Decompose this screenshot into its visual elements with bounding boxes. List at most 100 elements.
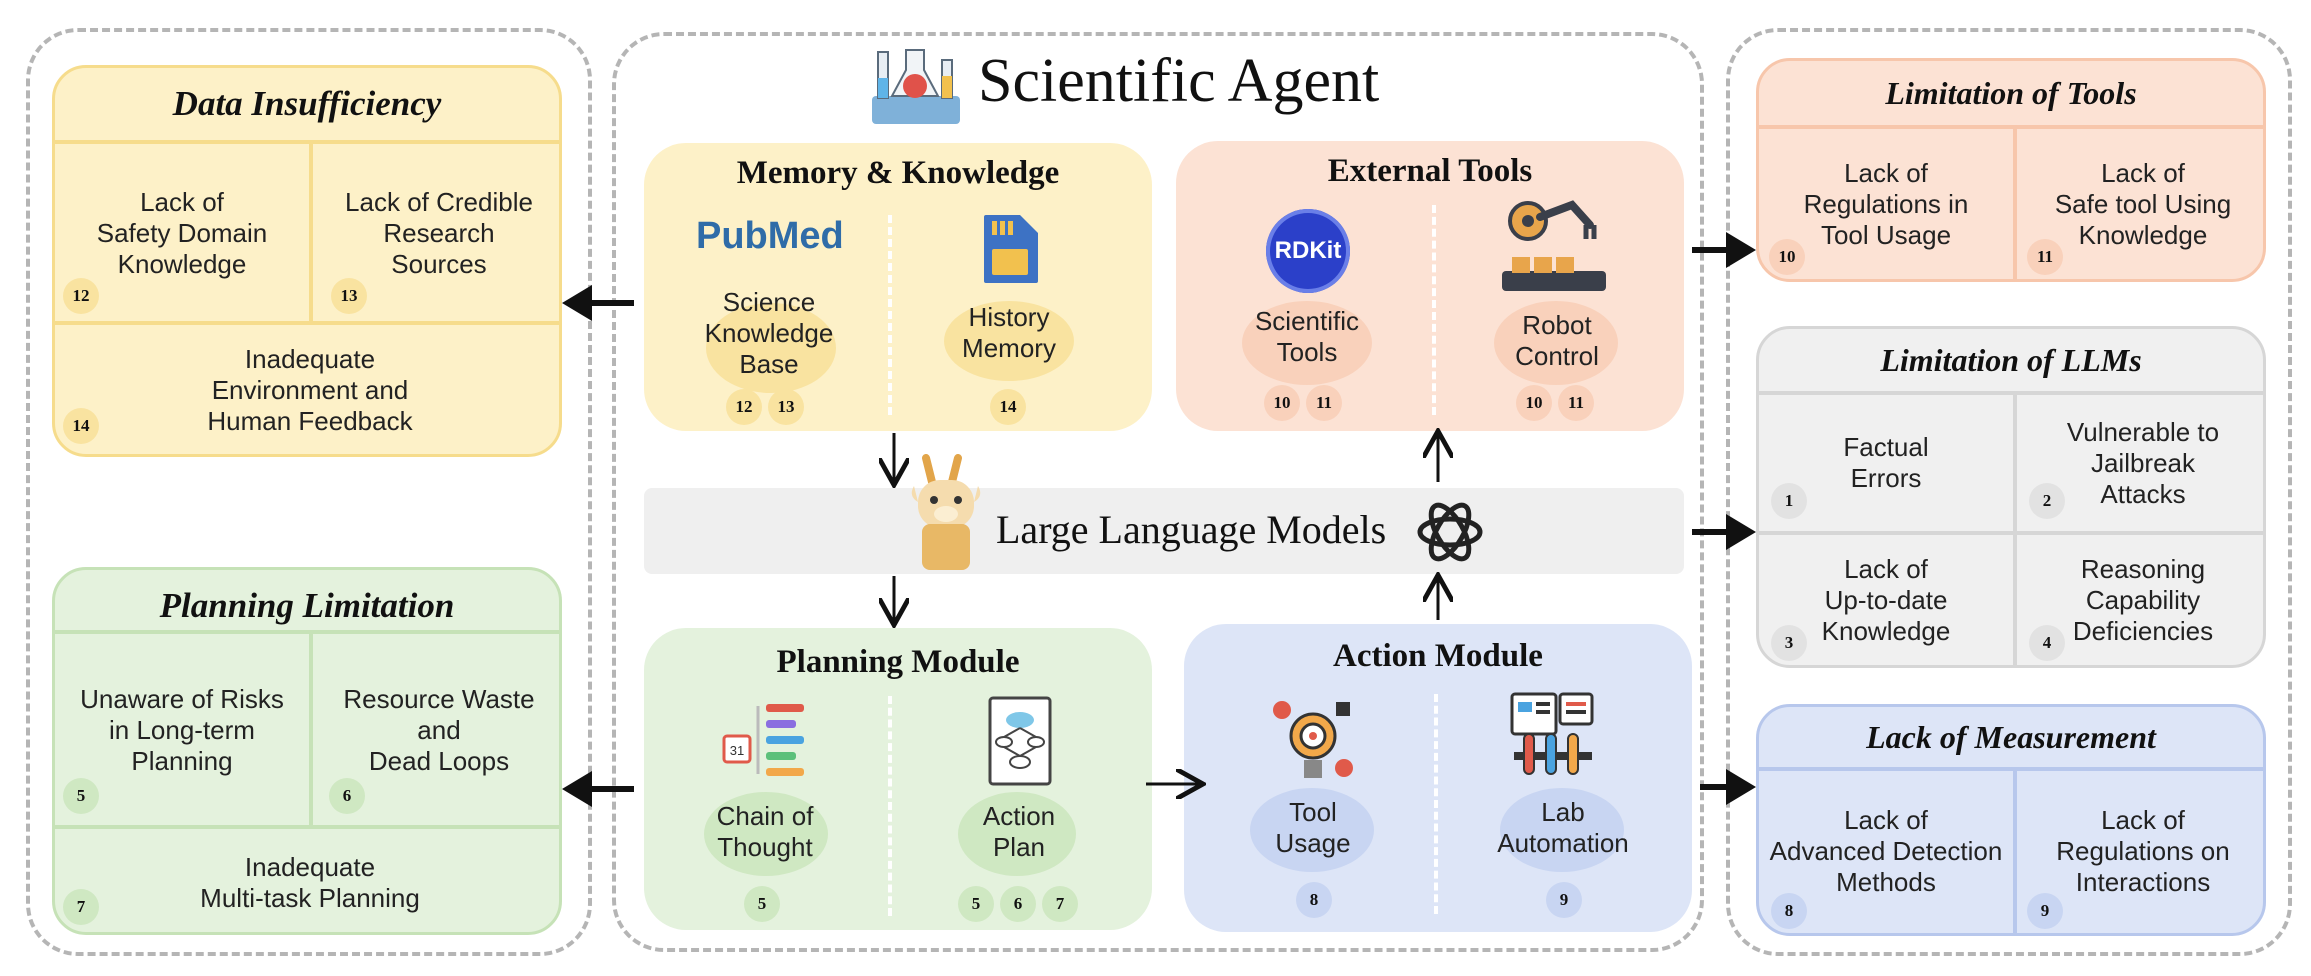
divider	[55, 630, 559, 634]
action-module-title: Action Module	[1333, 638, 1543, 674]
lack-measurement-title: Lack of Measurement	[1866, 718, 2156, 755]
external-tools-module: External Tools RDKit Scientific Tools 10…	[1176, 141, 1684, 431]
label-highlight	[1494, 301, 1618, 385]
divider	[888, 215, 892, 415]
risk-number-badge: 11	[1306, 385, 1342, 421]
diagram-title: Scientific Agent	[978, 47, 1380, 115]
risk-number-badge: 5	[744, 886, 780, 922]
divider	[1759, 531, 2263, 535]
planning-module-title: Planning Module	[776, 644, 1020, 680]
risk-number-badge: 1	[1771, 483, 1807, 519]
right-group-frame	[1726, 28, 2292, 956]
risk-number-badge: 14	[63, 408, 99, 444]
data-cell-credible-sources: Lack of Credible Research Sources	[345, 186, 533, 279]
tools-cell-regulations: Lack of Regulations in Tool Usage	[1803, 157, 1969, 250]
robot-arm-icon	[1502, 200, 1606, 291]
divider	[309, 140, 313, 322]
memory-module-title: Memory & Knowledge	[736, 155, 1060, 191]
label-highlight	[958, 792, 1076, 876]
left-group-frame	[26, 28, 592, 956]
label-highlight	[1250, 788, 1374, 872]
divider	[55, 825, 559, 829]
risk-number-badge: 10	[1264, 385, 1300, 421]
risk-number-badge: 6	[329, 778, 365, 814]
action-module: Action Module Tool Usage 8 Lab Automatio…	[1184, 624, 1692, 932]
divider	[888, 696, 892, 916]
risk-number-badge: 13	[331, 278, 367, 314]
risk-number-badge: 12	[63, 278, 99, 314]
risk-number-badge: 10	[1516, 385, 1552, 421]
divider	[309, 630, 313, 826]
tool-usage-icon	[1273, 701, 1353, 778]
divider	[55, 140, 559, 144]
divider	[1434, 694, 1438, 914]
tools-cell-safe-knowledge: Lack of Safe tool Using Knowledge	[2054, 157, 2232, 250]
memory-card-icon	[984, 215, 1038, 283]
chain-of-thought-label: Chain of Thought	[716, 801, 814, 862]
center-group-frame	[612, 32, 1704, 952]
limitation-tools-panel: Limitation of Tools Lack of Regulations …	[1756, 58, 2266, 282]
risk-number-badge: 7	[63, 889, 99, 925]
risk-number-badge: 13	[768, 389, 804, 425]
llm-label: Large Language Models	[996, 507, 1387, 552]
planning-limitation-panel: Planning Limitation Unaware of Risks in …	[52, 567, 562, 935]
chain-of-thought-icon: 31	[722, 704, 804, 776]
planning-cell-long-term: Unaware of Risks in Long-term Planning	[80, 683, 284, 776]
action-plan-label: Action Plan	[982, 801, 1056, 862]
divider	[1432, 205, 1436, 415]
risk-number-badge: 9	[2027, 893, 2063, 929]
openai-logo-icon	[1417, 502, 1483, 562]
label-highlight	[1242, 301, 1372, 385]
robot-control-label: Robot Control	[1515, 310, 1599, 371]
science-knowledge-base-label: Science Knowledge Base	[704, 286, 834, 379]
divider	[2013, 767, 2017, 933]
measurement-cell-detection: Lack of Advanced Detection Methods	[1769, 804, 2003, 897]
scientific-tools-label: Scientific Tools	[1254, 306, 1360, 367]
risk-number-badge: 9	[1546, 882, 1582, 918]
lack-measurement-panel: Lack of Measurement Lack of Advanced Det…	[1756, 704, 2266, 936]
risk-number-badge: 8	[1771, 893, 1807, 929]
llm-bar	[644, 488, 1684, 574]
lab-automation-label: Lab Automation	[1497, 797, 1629, 858]
measurement-cell-interactions: Lack of Regulations on Interactions	[2056, 804, 2230, 897]
external-tools-title: External Tools	[1327, 153, 1533, 189]
title-area: Scientific Agent	[870, 38, 1440, 128]
label-highlight	[944, 301, 1074, 381]
llm-cell-factual: Factual Errors	[1843, 432, 1929, 493]
divider	[2013, 125, 2017, 279]
data-cell-feedback: Inadequate Environment and Human Feedbac…	[207, 343, 413, 436]
lab-flask-icon	[872, 49, 960, 124]
risk-number-badge: 3	[1771, 625, 1807, 661]
llama-icon	[911, 454, 981, 570]
risk-number-badge: 12	[726, 389, 762, 425]
llm-cell-reasoning: Reasoning Capability Deficiencies	[2072, 553, 2214, 646]
history-memory-label: History Memory	[962, 302, 1056, 363]
data-cell-safety-knowledge: Lack of Safety Domain Knowledge	[96, 186, 268, 279]
risk-number-badge: 4	[2029, 625, 2065, 661]
pubmed-logo-icon: PubMed	[696, 215, 844, 257]
planning-cell-dead-loops: Resource Waste and Dead Loops	[343, 683, 535, 776]
llm-cell-jailbreak: Vulnerable to Jailbreak Attacks	[2066, 416, 2220, 509]
risk-number-badge: 10	[1769, 239, 1805, 275]
risk-number-badge: 5	[958, 886, 994, 922]
llm-cell-up-to-date: Lack of Up-to-date Knowledge	[1821, 553, 1951, 646]
planning-cell-multitask: Inadequate Multi-task Planning	[200, 852, 420, 913]
risk-number-badge: 2	[2029, 483, 2065, 519]
risk-number-badge: 8	[1296, 882, 1332, 918]
risk-number-badge: 6	[1000, 886, 1036, 922]
risk-number-badge: 11	[2027, 239, 2063, 275]
limitation-llms-panel: Limitation of LLMs Factual Errors Vulner…	[1756, 326, 2266, 668]
risk-number-badge: 14	[990, 389, 1026, 425]
divider	[1759, 767, 2263, 771]
action-plan-icon	[988, 696, 1052, 786]
divider	[1759, 391, 2263, 395]
planning-module: Planning Module 31 Chain of Thought 5 Ac…	[644, 628, 1152, 930]
risk-number-badge: 7	[1042, 886, 1078, 922]
risk-number-badge: 11	[1558, 385, 1594, 421]
memory-knowledge-module: Memory & Knowledge PubMed Science Knowle…	[644, 143, 1152, 431]
label-highlight	[1500, 788, 1624, 872]
planning-limitation-title: Planning Limitation	[159, 586, 455, 625]
rdkit-logo-icon: RDKit	[1266, 209, 1350, 293]
data-insufficiency-panel: Data Insufficiency Lack of Safety Domain…	[52, 65, 562, 457]
label-highlight	[704, 792, 828, 876]
